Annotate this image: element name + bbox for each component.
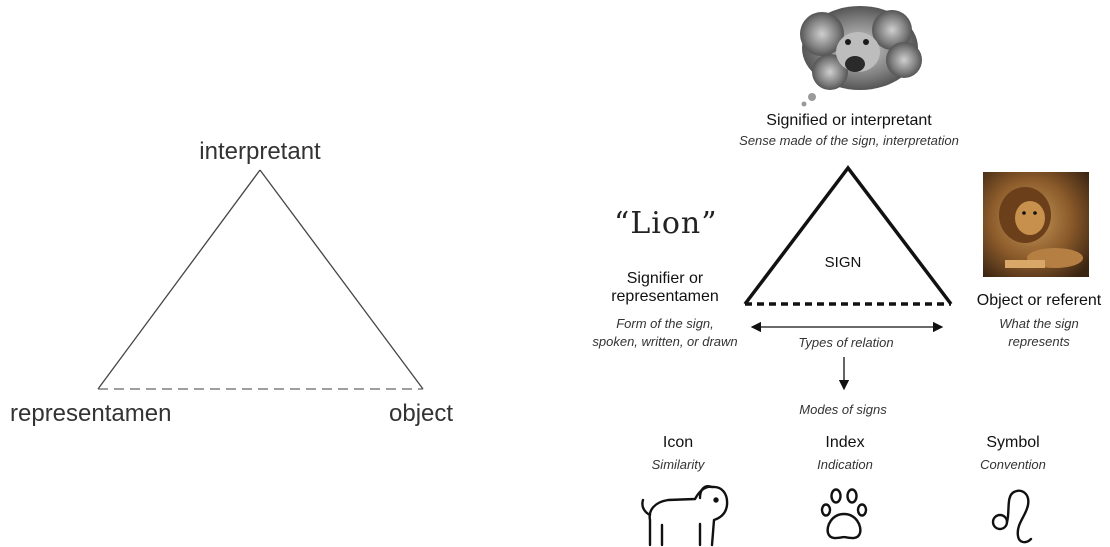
- left-label-interpretant: interpretant: [199, 138, 321, 165]
- signifier-title-line1: Signifier or: [626, 270, 704, 287]
- left-triangle-side-left: [97, 169, 261, 390]
- left-label-object: object: [389, 400, 454, 427]
- signified-title: Signified or interpretant: [766, 112, 932, 129]
- lion-silhouette-icon: [641, 485, 729, 547]
- leo-zodiac-icon: [991, 489, 1033, 544]
- lion-photo-image: [983, 172, 1089, 277]
- signifier-description-line2: spoken, written, or drawn: [592, 334, 738, 349]
- mode-icon-title: Icon: [662, 434, 694, 451]
- sign-triangle: [743, 165, 953, 306]
- mode-icon-desc: Similarity: [651, 457, 705, 472]
- mode-symbol-desc: Convention: [980, 457, 1046, 472]
- sign-center-label: SIGN: [824, 254, 862, 271]
- object-title: Object or referent: [976, 292, 1102, 309]
- signified-description: Sense made of the sign, interpretation: [739, 133, 959, 148]
- signifier-description: Form of the sign, spoken, written, or dr…: [592, 315, 737, 351]
- thought-cloud-lion-image: [800, 6, 922, 107]
- signifier-description-line1: Form of the sign,: [616, 316, 714, 331]
- object-description-line1: What the sign: [999, 316, 1079, 331]
- relation-label: Types of relation: [798, 335, 894, 350]
- mode-index-title: Index: [825, 434, 865, 451]
- left-triangle-side-right: [259, 169, 424, 390]
- sign-triangle-sides: [743, 165, 953, 306]
- signifier-title-line2: representamen: [611, 288, 719, 305]
- paw-print-icon: [820, 488, 868, 540]
- object-description: What the sign represents: [999, 315, 1079, 351]
- mode-symbol-title: Symbol: [986, 434, 1040, 451]
- left-triangle: [97, 169, 424, 390]
- signifier-title: Signifier or representamen: [611, 270, 719, 306]
- object-description-line2: represents: [1008, 334, 1070, 349]
- lion-handwritten-word: “Lion”: [614, 206, 718, 241]
- modes-label: Modes of signs: [799, 402, 887, 417]
- mode-index-desc: Indication: [817, 457, 873, 472]
- left-label-representamen: representamen: [10, 400, 172, 427]
